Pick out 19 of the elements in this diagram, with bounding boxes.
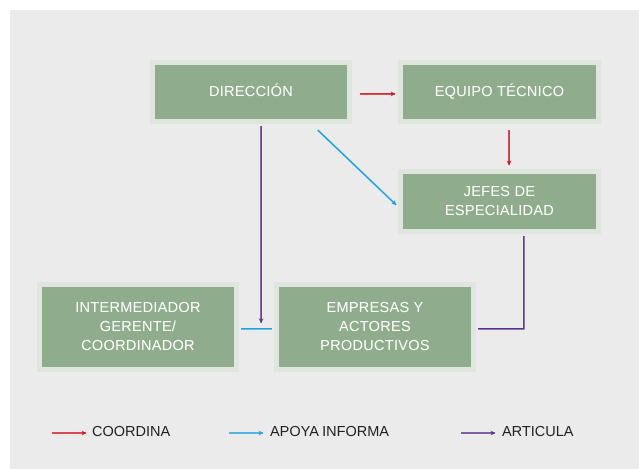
arrow [360, 91, 396, 96]
process-box [274, 282, 476, 372]
legend-label: ARTICULA [502, 424, 574, 440]
legend-label: APOYA INFORMA [270, 424, 389, 440]
connector-line [241, 328, 272, 330]
process-box [150, 60, 352, 124]
process-box [398, 169, 601, 234]
box-label: JEFES DE ESPECIALIDAD [444, 182, 556, 220]
box-label: DIRECCIÓN [208, 82, 294, 102]
process-box [37, 282, 239, 372]
legend-label: COORDINA [92, 424, 170, 440]
box-label: EQUIPO TÉCNICO [434, 82, 564, 102]
process-box [398, 60, 601, 124]
arrow [506, 130, 512, 166]
box-label: EMPRESAS Y ACTORES PRODUCTIVOS [319, 298, 431, 356]
connector-line [478, 236, 525, 330]
box-label: INTERMEDIADOR GERENTE/ COORDINADOR [74, 298, 202, 356]
arrow [258, 126, 264, 324]
arrow [317, 129, 397, 206]
